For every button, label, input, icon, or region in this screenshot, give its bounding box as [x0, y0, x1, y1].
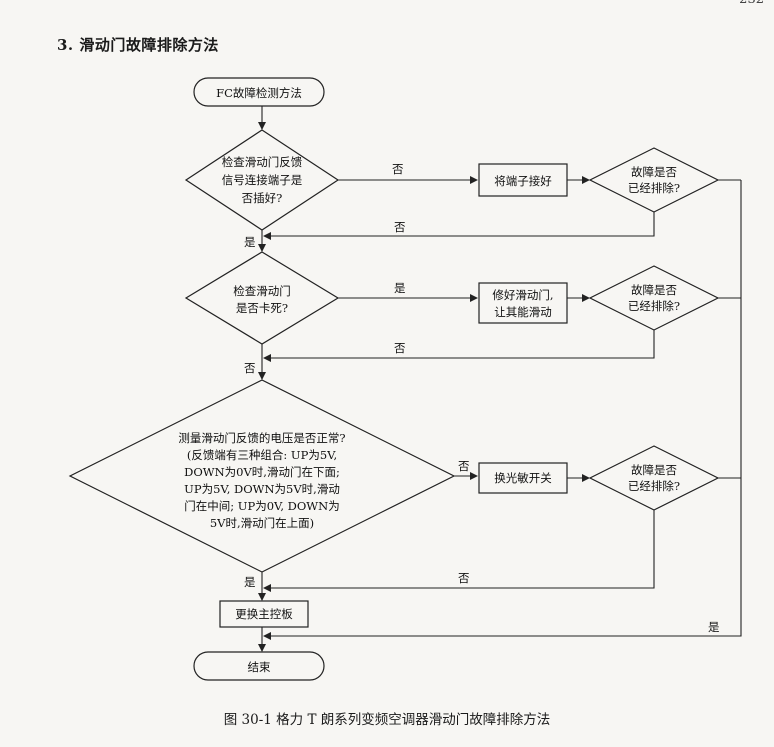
label-d2-no: 否 [244, 361, 256, 375]
decision-1-line-3: 否插好? [242, 191, 283, 205]
label-c1-no: 否 [394, 220, 406, 234]
label-d1-no: 否 [392, 162, 404, 176]
label-bus-yes: 是 [708, 620, 720, 634]
decision-3-line-4: UP为5V, DOWN为5V时,滑动 [184, 482, 340, 496]
decision-3-line-6: 5V时,滑动门在上面) [210, 516, 314, 530]
action-2-box [478, 282, 568, 324]
decision-3-line-5: 门在中间; UP为0V, DOWN为 [184, 499, 339, 513]
end-terminal [193, 651, 325, 681]
decision-3-line-1: 测量滑动门反馈的电压是否正常? [178, 431, 345, 445]
label-d2-yes: 是 [394, 281, 406, 295]
check-1-line-1: 故障是否 [631, 165, 677, 179]
label-d1-yes: 是 [244, 235, 256, 249]
flowchart: FC故障检测方法 检查滑动门反馈 信号连接端子是 否插好? 将端子接好 故障是否… [68, 77, 742, 681]
section-title: 3. 滑动门故障排除方法 [57, 36, 219, 54]
check-3-line-1: 故障是否 [631, 463, 677, 477]
check-3-diamond [588, 445, 720, 511]
label-d3-yes: 是 [244, 575, 256, 589]
end-label: 结束 [248, 660, 271, 674]
action-2-line-2: 让其能滑动 [494, 305, 552, 319]
decision-2-diamond [184, 251, 340, 345]
action-2-line-1: 修好滑动门, [492, 288, 553, 302]
decision-3-line-3: DOWN为0V时,滑动门在下面; [184, 465, 340, 479]
label-d3-no: 否 [458, 459, 470, 473]
decision-2-line-2: 是否卡死? [236, 301, 288, 315]
decision-3-line-2: (反馈端有三种组合: UP为5V, [187, 448, 337, 462]
action-4-box [219, 600, 309, 628]
page-number: 232 [739, 0, 764, 7]
check-2-line-2: 已经排除? [628, 299, 680, 313]
action-3-label: 换光敏开关 [494, 471, 552, 485]
figure-caption: 图 30-1 格力 T 朗系列变频空调器滑动门故障排除方法 [223, 712, 551, 728]
start-terminal [193, 77, 325, 107]
decision-2-line-1: 检查滑动门 [233, 284, 291, 298]
label-c2-no: 否 [394, 341, 406, 355]
check-1-diamond [588, 147, 720, 213]
start-label: FC故障检测方法 [216, 86, 302, 100]
action-1-label: 将端子接好 [494, 174, 552, 188]
decision-1-line-2: 信号连接端子是 [222, 173, 303, 187]
action-4-label: 更换主控板 [235, 607, 293, 621]
check-1-line-2: 已经排除? [628, 181, 680, 195]
check-2-line-1: 故障是否 [631, 283, 677, 297]
check-2-diamond [588, 265, 720, 331]
decision-1-line-1: 检查滑动门反馈 [222, 155, 303, 169]
check-3-line-2: 已经排除? [628, 479, 680, 493]
label-c3-no: 否 [458, 571, 470, 585]
